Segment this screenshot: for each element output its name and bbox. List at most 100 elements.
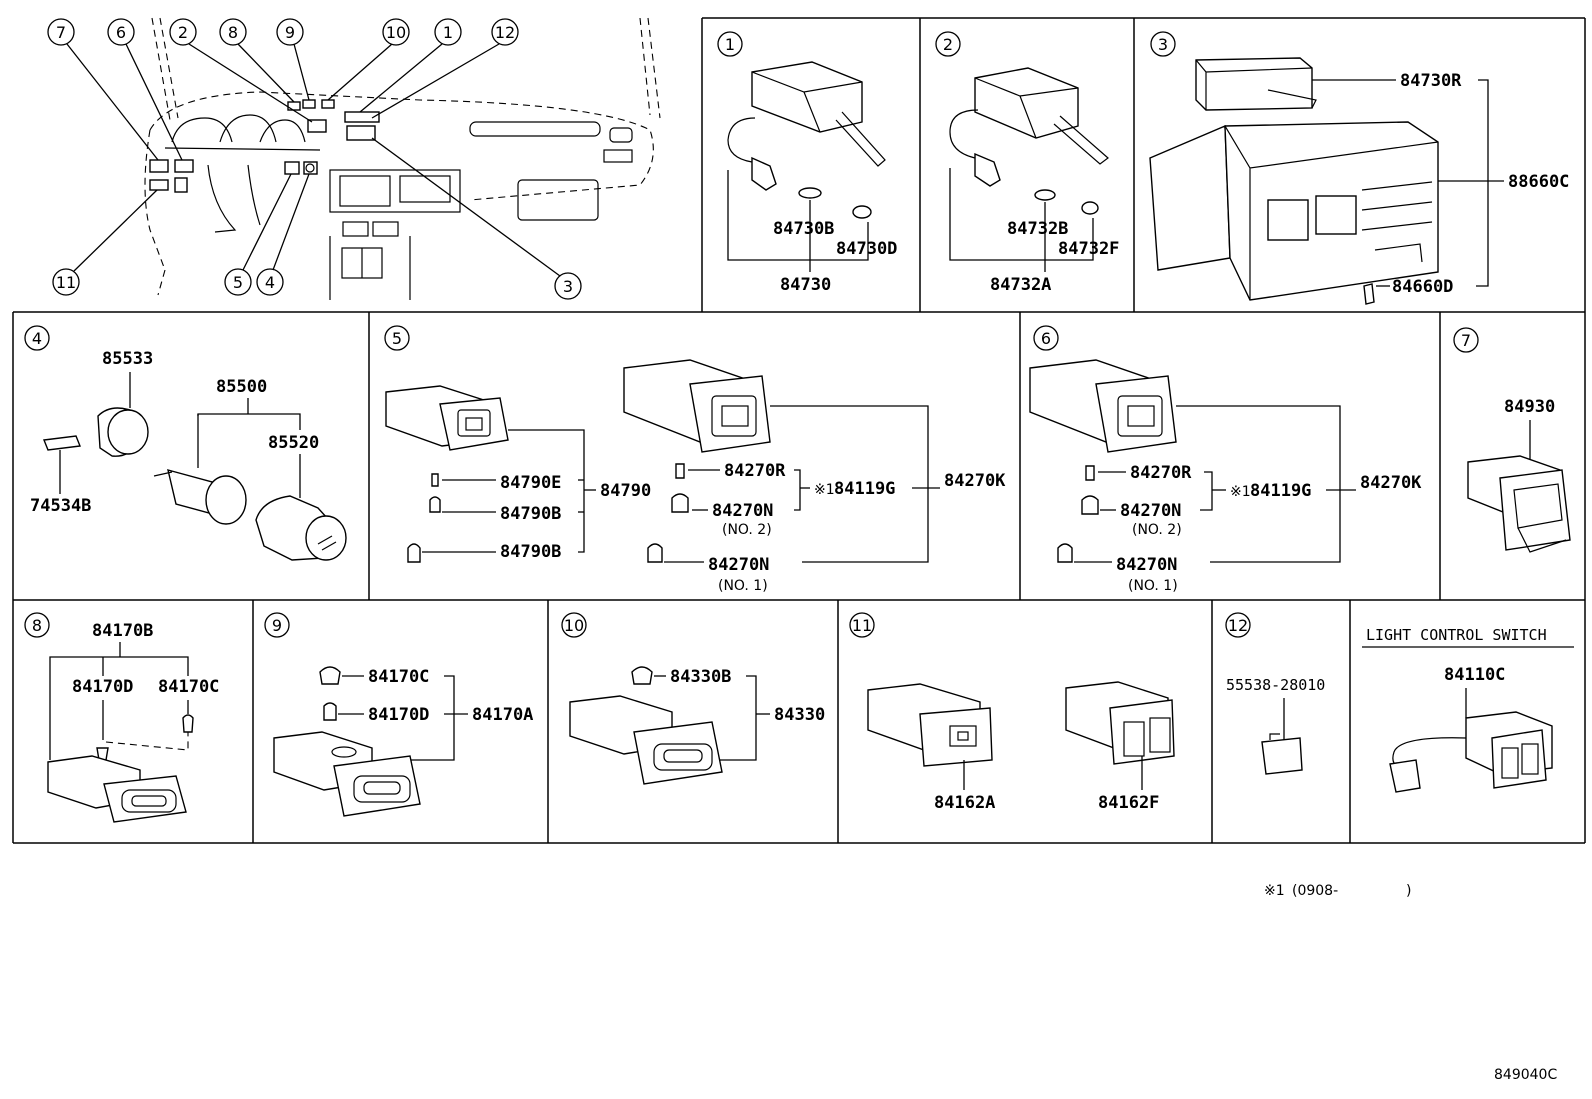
panel-3: 3 84730R 88660C 84660D — [1149, 31, 1569, 305]
callout-8: 8 — [219, 18, 247, 46]
part-74534B: 74534B — [30, 496, 91, 516]
panel-8-number: 8 — [32, 616, 42, 635]
footnote-marker: ※1 — [1264, 883, 1285, 899]
part-84790: 84790 — [600, 481, 651, 501]
part-84170D-9: 84170D — [368, 705, 429, 725]
svg-text:6: 6 — [116, 23, 126, 42]
note-no1: (NO. 1) — [718, 578, 768, 594]
connector-84730-illustration — [727, 61, 886, 219]
callout-3: 3 — [554, 272, 582, 300]
panel-6-number: 6 — [1041, 329, 1051, 348]
dashboard-overview — [144, 17, 661, 300]
part-84170C-8: 84170C — [158, 677, 219, 697]
marker-1-6: ※1 — [1230, 484, 1251, 500]
part-84730B: 84730B — [773, 219, 834, 239]
part-84270K: 84270K — [944, 471, 1006, 491]
part-84170A: 84170A — [472, 705, 533, 725]
note-no2-6: (NO. 2) — [1132, 522, 1182, 538]
panel-10-number: 10 — [564, 616, 584, 635]
callout-1: 1 — [434, 18, 462, 46]
switch-84162A-illustration — [867, 683, 993, 767]
panel-1: 1 84730B 84730D 84730 — [717, 31, 897, 295]
part-84730D: 84730D — [836, 239, 897, 259]
svg-text:8: 8 — [228, 23, 238, 42]
part-84660D: 84660D — [1392, 277, 1453, 297]
note-no2: (NO. 2) — [722, 522, 772, 538]
part-84732F: 84732F — [1058, 239, 1119, 259]
callout-6: 6 — [107, 18, 135, 46]
panel-7: 7 84930 — [1453, 327, 1571, 553]
part-84270N-no1: 84270N — [708, 555, 769, 575]
callout-10: 10 — [382, 18, 410, 46]
part-84110C: 84110C — [1444, 665, 1505, 685]
panel-11: 11 84162A 84162F — [849, 612, 1175, 813]
part-84330: 84330 — [774, 705, 825, 725]
switch-84270K-illustration-5 — [623, 359, 771, 453]
part-84790B-b: 84790B — [500, 542, 561, 562]
footnote-range: (0908- — [1292, 883, 1338, 899]
part-84270N-no2: 84270N — [712, 501, 773, 521]
panel-8: 8 84170B 84170D 84170C — [24, 612, 219, 823]
panel-10: 10 84330B 84330 — [561, 612, 825, 785]
svg-text:12: 12 — [495, 23, 515, 42]
panel-12-number: 12 — [1228, 616, 1248, 635]
switch-84790-illustration — [385, 385, 509, 451]
panel-7-number: 7 — [1461, 331, 1471, 350]
switch-84330-illustration — [569, 695, 723, 785]
part-84930: 84930 — [1504, 397, 1555, 417]
svg-text:1: 1 — [443, 23, 453, 42]
part-84270R: 84270R — [724, 461, 786, 481]
panel-9-number: 9 — [272, 616, 282, 635]
part-84270K-6: 84270K — [1360, 473, 1422, 493]
switch-84270K-illustration-6 — [1029, 359, 1177, 453]
panel-4-number: 4 — [32, 329, 42, 348]
svg-text:5: 5 — [233, 273, 243, 292]
svg-text:7: 7 — [56, 23, 66, 42]
callout-9: 9 — [276, 18, 304, 46]
part-84790B-a: 84790B — [500, 504, 561, 524]
part-84270R-6: 84270R — [1130, 463, 1192, 483]
cigar-lighter-illustration — [43, 407, 347, 561]
svg-text:11: 11 — [56, 273, 76, 292]
part-85533: 85533 — [102, 349, 153, 369]
control-unit-illustration — [1149, 57, 1439, 305]
panel-6: 6 84270R 84270N (NO. 2) 84270N (NO. 1) ※… — [1029, 325, 1422, 594]
connector-84732A-illustration — [949, 67, 1109, 215]
svg-text:10: 10 — [386, 23, 406, 42]
panel-grid — [12, 17, 1586, 844]
switch-84162F-illustration — [1065, 681, 1175, 765]
panel-2: 2 84732B 84732F 84732A — [935, 31, 1119, 295]
callout-7: 7 — [47, 18, 75, 46]
svg-text:9: 9 — [285, 23, 295, 42]
part-84170C-9: 84170C — [368, 667, 429, 687]
part-84730R: 84730R — [1400, 71, 1462, 91]
panel-5-number: 5 — [392, 329, 402, 348]
part-84119G-6: 84119G — [1250, 481, 1311, 501]
part-84170B: 84170B — [92, 621, 153, 641]
switch-84110C-illustration — [1389, 711, 1553, 793]
panel-11-number: 11 — [852, 616, 872, 635]
callout-5: 5 — [224, 268, 252, 296]
callout-2: 2 — [169, 18, 197, 46]
panel-4: 4 85533 85500 85520 74534B — [24, 325, 347, 561]
panel-1-number: 1 — [725, 35, 735, 54]
part-85520: 85520 — [268, 433, 319, 453]
diagram-id: 849040C — [1494, 1067, 1557, 1083]
panel-light-control-switch: LIGHT CONTROL SWITCH 84110C — [1362, 626, 1574, 793]
light-control-switch-title: LIGHT CONTROL SWITCH — [1366, 626, 1547, 644]
svg-text:3: 3 — [563, 277, 573, 296]
part-84790E: 84790E — [500, 473, 561, 493]
switch-84170B-illustration — [47, 755, 187, 823]
part-84732B: 84732B — [1007, 219, 1068, 239]
part-85500: 85500 — [216, 377, 267, 397]
part-84270N-no1-6: 84270N — [1116, 555, 1177, 575]
panel-5: 5 84790E 84790B 84790B 84790 84270R 8427… — [384, 325, 1006, 594]
svg-text:4: 4 — [265, 273, 275, 292]
footnote-close: ) — [1406, 883, 1411, 899]
svg-text:2: 2 — [178, 23, 188, 42]
marker-1: ※1 — [814, 482, 835, 498]
part-55538-28010: 55538-28010 — [1226, 676, 1325, 694]
panel-9: 9 84170C 84170D 84170A — [264, 612, 533, 817]
part-84330B: 84330B — [670, 667, 731, 687]
